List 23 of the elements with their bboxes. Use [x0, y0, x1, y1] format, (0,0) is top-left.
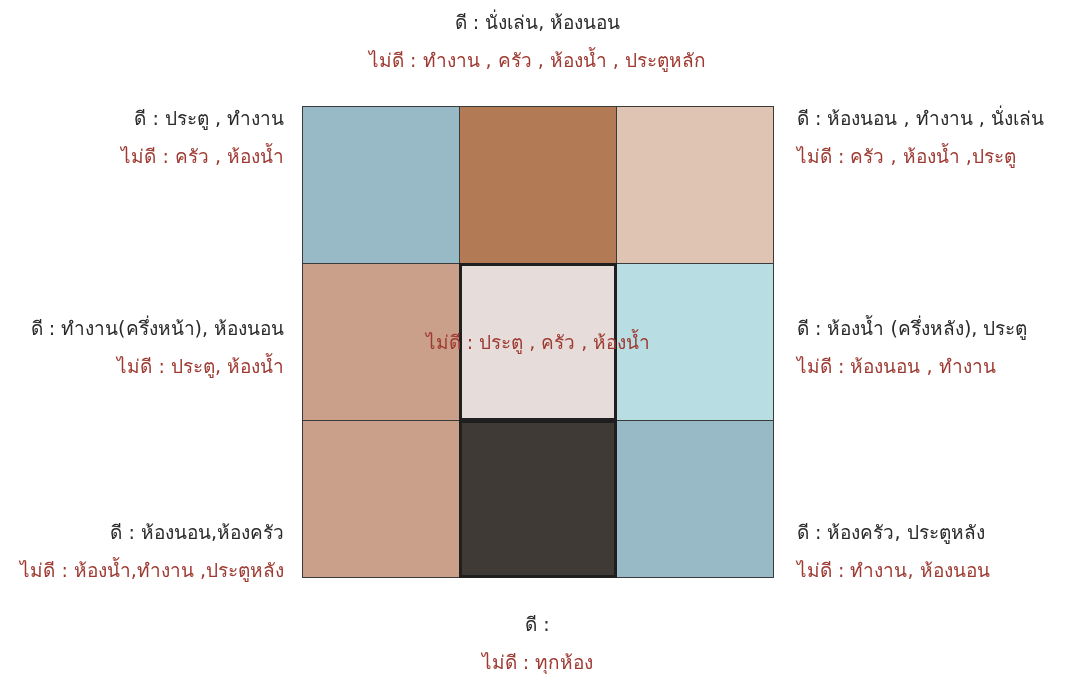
good-rating-text: ดี :: [525, 612, 550, 636]
grid-square: [459, 106, 617, 264]
grid-square: [616, 420, 774, 578]
bad-rating-text: ไม่ดี : ครัว , ห้องน้ำ: [121, 144, 284, 168]
grid-square: [302, 420, 460, 578]
good-rating-text: ดี : นั่งเล่น, ห้องนอน: [454, 10, 621, 34]
bad-rating-text: ไม่ดี : ทุกห้อง: [481, 650, 594, 674]
good-rating-text: ดี : ห้องนอน,ห้องครัว: [110, 520, 284, 544]
bad-rating-text: ไม่ดี : ทำงาน , ครัว , ห้องน้ำ , ประตูหลัก: [369, 48, 706, 72]
grid-square: [302, 263, 460, 421]
bad-rating-text: ไม่ดี : ประตู, ห้องน้ำ: [117, 354, 284, 378]
bad-rating-text: ไม่ดี : ห้องน้ำ,ทำงาน ,ประตูหลัง: [20, 558, 284, 582]
good-rating-text: ดี : ทำงาน(ครึ่งหน้า), ห้องนอน: [30, 316, 284, 340]
grid-square: [302, 106, 460, 264]
bad-rating-text: ไม่ดี : ห้องนอน , ทำงาน: [797, 354, 996, 378]
grid-square: [616, 106, 774, 264]
bad-rating-text: ไม่ดี : ทำงาน, ห้องนอน: [797, 558, 990, 582]
good-rating-text: ดี : ห้องนอน , ทำงาน , นั่งเล่น: [797, 106, 1044, 130]
grid-square: [459, 420, 617, 578]
good-rating-text: ดี : ห้องน้ำ (ครึ่งหลัง), ประตู: [797, 316, 1028, 340]
bad-rating-text: ไม่ดี : ครัว , ห้องน้ำ ,ประตู: [797, 144, 1016, 168]
good-rating-text: ดี : ประตู , ทำงาน: [134, 106, 284, 130]
good-rating-text: ดี : ห้องครัว, ประตูหลัง: [797, 520, 985, 544]
